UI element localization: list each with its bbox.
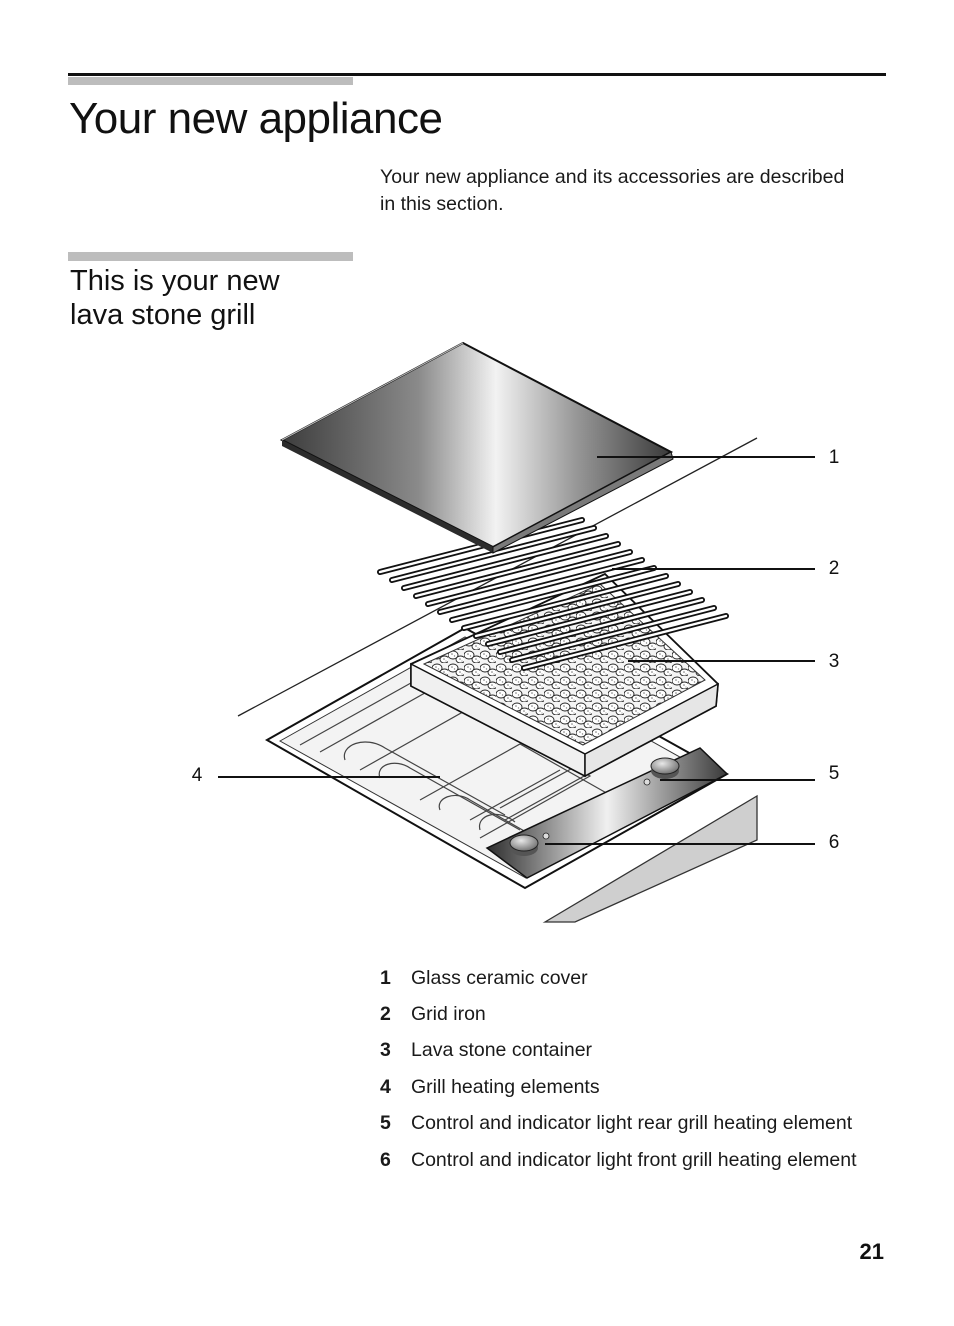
legend-item: 6 Control and indicator light front grill… xyxy=(380,1142,857,1178)
page-title: Your new appliance xyxy=(69,94,443,143)
legend-text: Control and indicator light rear grill h… xyxy=(411,1112,853,1135)
callout-leader-lines xyxy=(218,456,815,845)
callout-number-3: 3 xyxy=(829,651,840,672)
section-title-line2: lava stone grill xyxy=(70,299,256,331)
legend-number: 2 xyxy=(380,1003,391,1026)
legend-number: 1 xyxy=(380,966,391,989)
header-rule-black xyxy=(68,73,886,76)
legend-item: 4 Grill heating elements xyxy=(380,1069,857,1105)
legend-item: 3 Lava stone container xyxy=(380,1033,857,1069)
section-title-line1: This is your new xyxy=(70,265,280,297)
legend-number: 6 xyxy=(380,1148,391,1171)
callout-number-2: 2 xyxy=(829,558,840,579)
callout-number-6: 6 xyxy=(829,832,840,853)
callout-number-1: 1 xyxy=(829,447,840,468)
intro-text: Your new appliance and its accessories a… xyxy=(380,166,845,215)
legend-text: Lava stone container xyxy=(411,1039,593,1062)
legend-text: Control and indicator light front grill … xyxy=(411,1148,857,1171)
base-tray xyxy=(264,626,730,890)
legend-text: Grid iron xyxy=(411,1003,486,1026)
legend-number: 5 xyxy=(380,1112,391,1135)
legend-item: 1 Glass ceramic cover xyxy=(380,960,857,996)
header-rule-gray xyxy=(68,77,353,85)
legend-number: 4 xyxy=(380,1075,391,1098)
legend-text: Glass ceramic cover xyxy=(411,966,588,989)
page-number: 21 xyxy=(859,1239,884,1264)
legend-item: 5 Control and indicator light rear grill … xyxy=(380,1106,857,1142)
front-control-knob xyxy=(509,832,550,856)
glass-ceramic-cover xyxy=(279,341,674,554)
callout-number-4: 4 xyxy=(192,765,203,786)
section-title: This is your new lava stone grill xyxy=(70,264,350,332)
section-rule-gray xyxy=(68,252,353,261)
legend-text: Grill heating elements xyxy=(411,1075,600,1098)
legend-item: 2 Grid iron xyxy=(380,996,857,1032)
legend-number: 3 xyxy=(380,1039,391,1062)
rear-control-knob xyxy=(643,757,680,786)
parts-legend: 1 Glass ceramic cover 2 Grid iron 3 Lava st… xyxy=(380,960,857,1178)
callout-number-5: 5 xyxy=(829,763,840,784)
